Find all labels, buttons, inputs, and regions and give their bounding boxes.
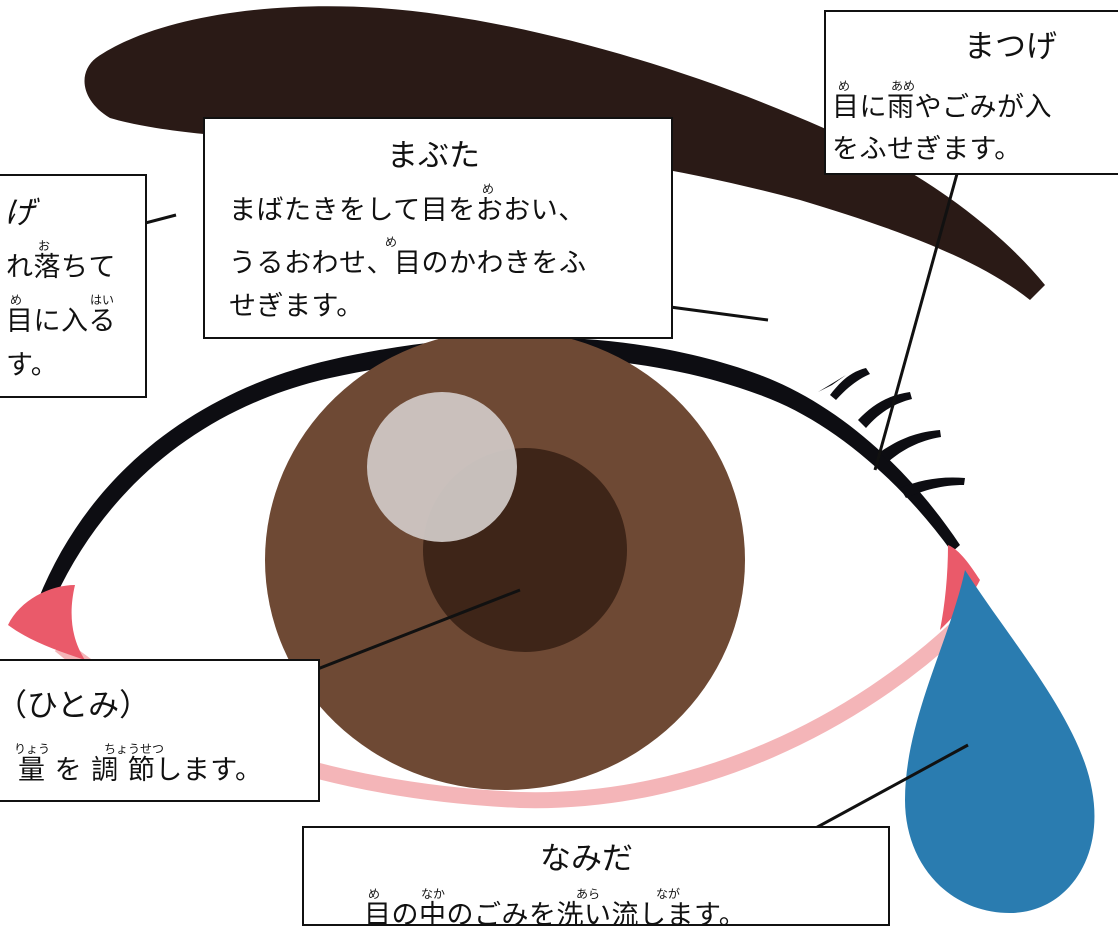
tears-ruby-ara: あら — [576, 887, 601, 901]
eyebrow-label-box: げ お れ落ちて め はい 目に入る す。 — [0, 174, 147, 398]
inner-corner-right — [940, 545, 980, 630]
eyelid-ruby-me-1: め — [482, 182, 495, 196]
inner-corner-left — [8, 585, 85, 660]
eyebrow-ruby-me: め — [10, 293, 23, 307]
eyelash-label-box: まつげ め あめ 目に雨やごみが入 をふせぎます。 — [824, 10, 1118, 175]
eyelid-label-box: まぶた め まばたきをして目をおおい、 め うるおわせ、目のかわきをふ せぎます… — [203, 117, 673, 339]
eyebrow-ruby-hai: はい — [90, 293, 115, 307]
pupil-label-box: （ひとみ） りょう ちょうせつ 量 を 調 節します。 — [0, 659, 320, 802]
tears-ruby-me: め — [368, 887, 381, 901]
eyelash-ruby-ame: あめ — [891, 79, 916, 93]
eyelid-line-3: せぎます。 — [229, 291, 364, 322]
teardrop — [905, 570, 1095, 913]
eyelid-ruby-me-2: め — [385, 235, 398, 249]
eyebrow-line-3: す。 — [6, 350, 59, 381]
eyelashes — [818, 368, 965, 498]
eyelid-line-2: うるおわせ、目のかわきをふ — [229, 248, 587, 279]
eyelid-title: まぶた — [387, 138, 480, 174]
pupil-ruby-ryou: りょう — [14, 742, 51, 756]
eyebrow-ruby-o: お — [38, 239, 51, 253]
tears-ruby-naka: なか — [421, 887, 446, 901]
eyebrow-title: げ — [4, 195, 35, 231]
pupil-ruby-chousetsu: ちょうせつ — [104, 742, 165, 756]
eyelash-line-1: 目に雨やごみが入 — [832, 92, 1052, 123]
tears-ruby-naga: なが — [656, 887, 681, 901]
eyelash-ruby-me: め — [838, 79, 851, 93]
eyebrow-line-1: れ落ちて — [6, 252, 116, 283]
highlight — [367, 392, 517, 542]
eyelash-line-2: をふせぎます。 — [832, 134, 1022, 165]
pupil-title: （ひとみ） — [0, 688, 151, 724]
eyelid-line-1: まばたきをして目をおおい、 — [229, 195, 586, 226]
eyelash-title: まつげ — [964, 29, 1057, 65]
tears-label-box: なみだ め なか あら なが 目の中のごみを洗い流します。 — [302, 826, 890, 926]
pupil-line-1: 量 を 調 節します。 — [18, 755, 263, 786]
eyebrow-line-2: 目に入る — [6, 306, 116, 337]
tears-title: なみだ — [540, 841, 633, 877]
tears-line-1: 目の中のごみを洗い流します。 — [364, 900, 747, 926]
